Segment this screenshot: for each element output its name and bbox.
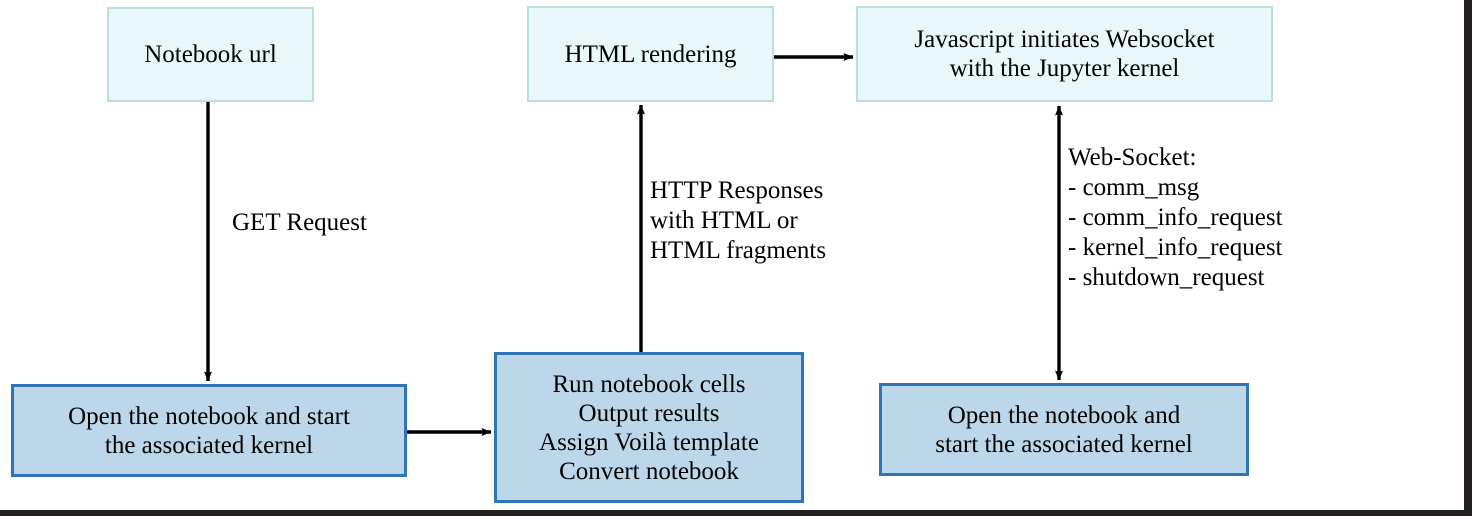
node-notebook-url[interactable]: Notebook url	[107, 7, 314, 102]
edge-label-http-responses: HTTP Responses with HTML or HTML fragmen…	[650, 177, 827, 264]
node-html-rendering-label: HTML rendering	[564, 40, 737, 68]
node-open-notebook-start-kernel-left[interactable]: Open the notebook and start the associat…	[11, 384, 407, 477]
node-html-rendering[interactable]: HTML rendering	[527, 6, 774, 102]
edge-label-get-request: GET Request	[232, 209, 367, 236]
node-javascript-websocket[interactable]: Javascript initiates Websocket with the …	[856, 6, 1273, 102]
node-javascript-websocket-label: Javascript initiates Websocket with the …	[914, 26, 1215, 82]
node-notebook-url-label: Notebook url	[144, 41, 277, 68]
edge-label-websocket-messages: Web-Socket: - comm_msg - comm_info_reque…	[1068, 144, 1283, 291]
node-open-notebook-start-kernel-left-label: Open the notebook and start the associat…	[68, 402, 350, 459]
node-run-notebook-cells[interactable]: Run notebook cells Output results Assign…	[494, 352, 804, 503]
node-open-notebook-start-kernel-right[interactable]: Open the notebook and start the associat…	[879, 383, 1249, 476]
node-run-notebook-cells-label: Run notebook cells Output results Assign…	[539, 370, 759, 485]
node-open-notebook-start-kernel-right-label: Open the notebook and start the associat…	[935, 401, 1193, 458]
